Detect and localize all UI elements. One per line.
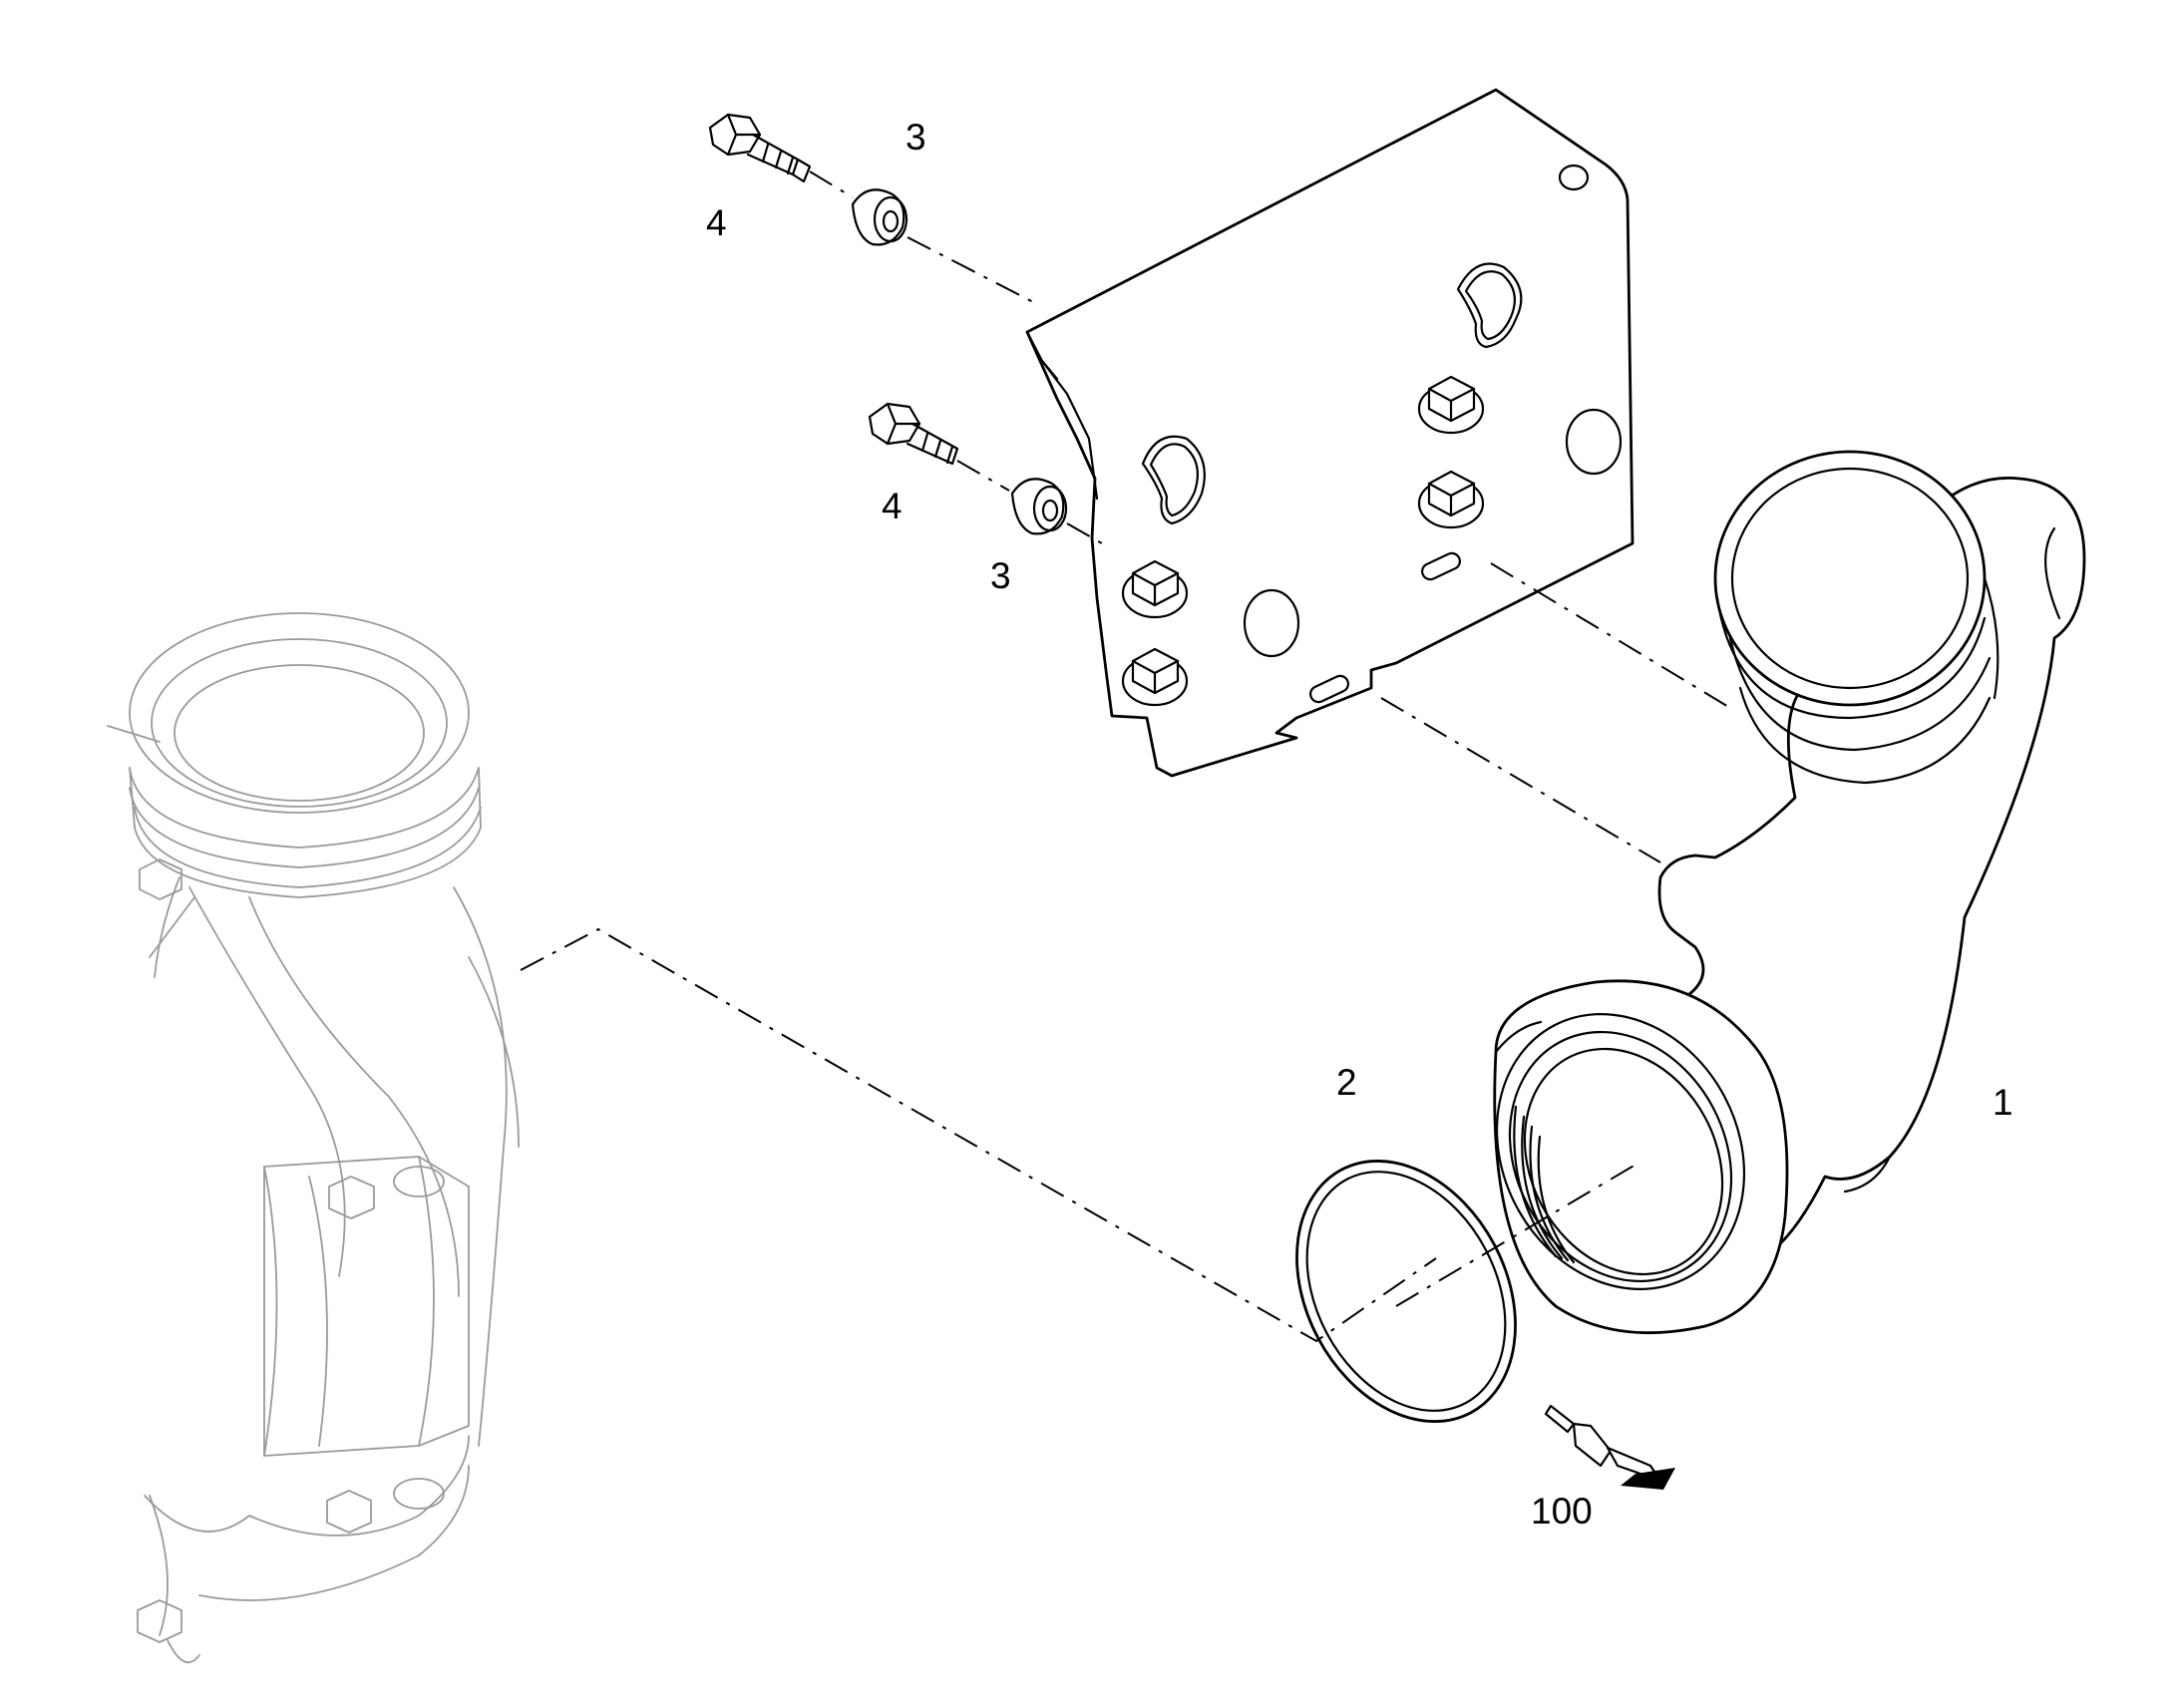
callout-part-4-top: 4 (706, 202, 727, 243)
ghost-pipe-assembly (107, 612, 520, 1664)
mounting-bracket (1025, 88, 1635, 778)
plate-bolt-3 (1121, 559, 1189, 619)
leader-bolt-mid (956, 460, 1010, 492)
callout-part-100: 100 (1531, 1491, 1593, 1532)
leader-left-pipe (520, 927, 1437, 1343)
callout-part-1: 1 (1993, 1082, 2013, 1123)
leader-spacer-top (907, 236, 1038, 305)
leader-plate-to-pipe (1380, 697, 1661, 863)
plate-bolt-1 (1417, 375, 1485, 435)
spacer-part-3-mid (1010, 478, 1068, 535)
callout-part-4-mid: 4 (882, 486, 903, 526)
plate-bolt-4 (1121, 647, 1189, 707)
leader-bolt-top (809, 171, 854, 198)
callout-part-2: 2 (1336, 1062, 1357, 1103)
sealant-tube-part-100 (1544, 1404, 1675, 1490)
elbow-pipe-part-1 (1493, 450, 2086, 1335)
leader-spacer-mid (1066, 522, 1103, 544)
o-ring-part-2 (1295, 1160, 1517, 1423)
spacer-part-3-top (851, 188, 908, 246)
callout-part-3-mid: 3 (990, 555, 1011, 596)
leader-ring-to-pipe (1395, 1164, 1636, 1307)
plate-bolt-2 (1417, 470, 1485, 529)
bolt-part-4-mid (868, 402, 959, 466)
bolt-part-4-top (708, 113, 812, 183)
callout-part-3-top: 3 (906, 117, 926, 158)
